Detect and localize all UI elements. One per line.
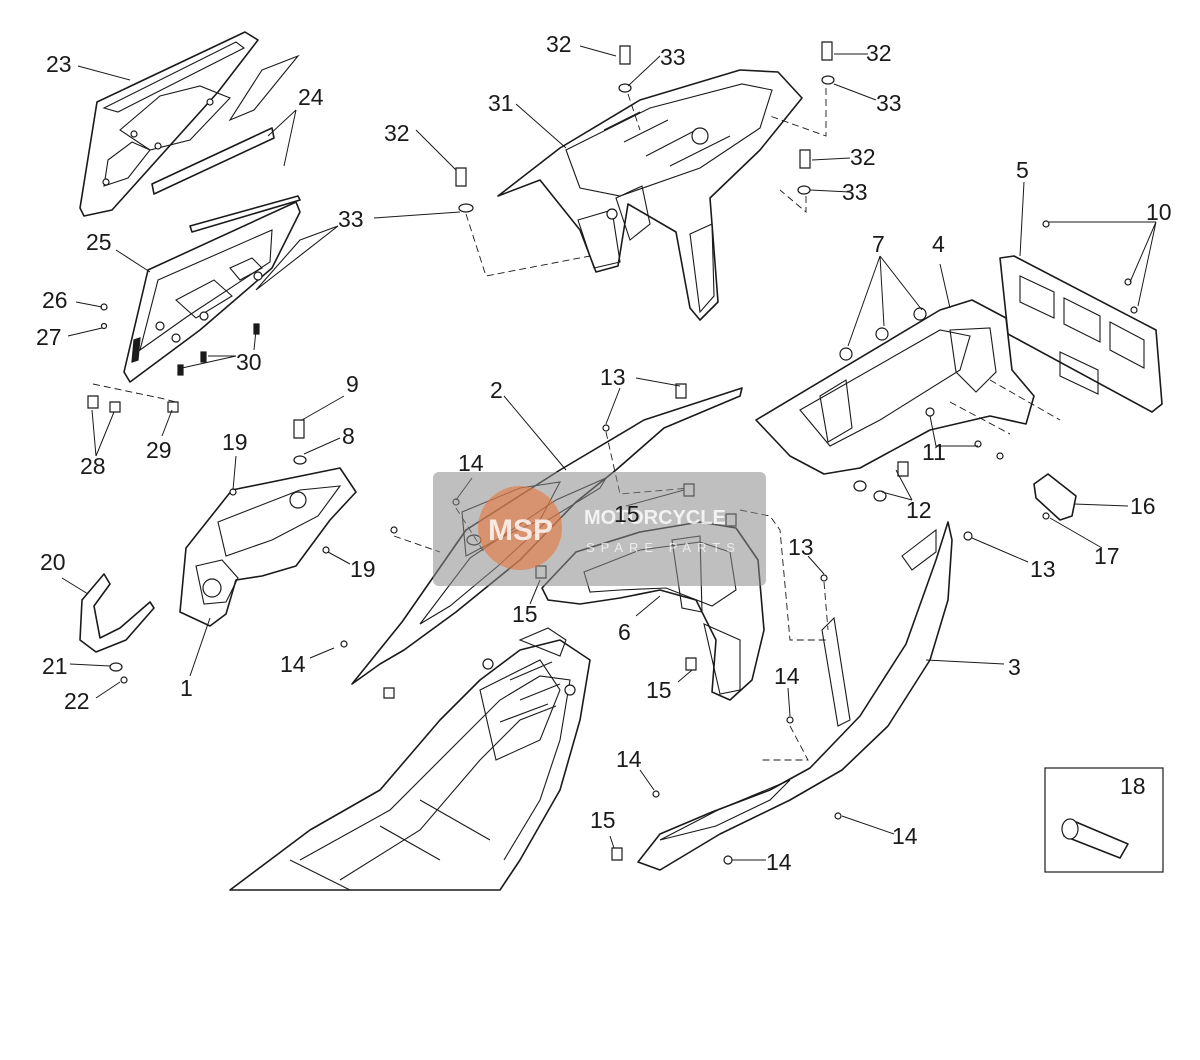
callout-3: 3: [1008, 654, 1021, 680]
part-16-reflector-bracket: [1033, 473, 1077, 521]
callout-13-mid: 13: [788, 534, 814, 560]
callout-15-upper: 15: [614, 501, 640, 527]
callout-18: 18: [1120, 773, 1146, 799]
callout-33-top-right: 33: [876, 90, 902, 116]
callout-5: 5: [1016, 157, 1029, 183]
callout-32-left: 32: [384, 120, 410, 146]
part-31-rear-cover: [497, 69, 803, 321]
callout-14-mid: 14: [774, 663, 800, 689]
callout-19-lower: 19: [350, 556, 376, 582]
watermark-subtitle: SPARE PARTS: [586, 540, 741, 555]
watermark: MSP MOTORCYCLE SPARE PARTS: [433, 472, 766, 586]
callout-24: 24: [298, 84, 324, 110]
callout-6: 6: [618, 619, 631, 645]
callout-21: 21: [42, 653, 68, 679]
callout-31: 31: [488, 90, 514, 116]
rear-frame: [229, 627, 591, 891]
callout-33-left: 33: [338, 206, 364, 232]
callout-2: 2: [490, 377, 503, 403]
screws-26-27-30: [100, 303, 260, 376]
part-1-bracket: [179, 419, 357, 627]
bolts-32-33: [455, 41, 835, 277]
callout-33-right: 33: [842, 179, 868, 205]
callout-15-bottom: 15: [590, 807, 616, 833]
callout-32-right: 32: [850, 144, 876, 170]
callout-13-right: 13: [1030, 556, 1056, 582]
callout-29: 29: [146, 437, 172, 463]
nuts-28-29: [87, 383, 179, 413]
callout-14-left: 14: [280, 651, 306, 677]
callout-27: 27: [36, 324, 62, 350]
callout-19-upper: 19: [222, 429, 248, 455]
callout-15-mid: 15: [512, 601, 538, 627]
callout-14-top: 14: [458, 450, 484, 476]
callout-20: 20: [40, 549, 66, 575]
part-18-box: [1044, 767, 1164, 873]
watermark-title: MOTORCYCLE: [584, 507, 726, 529]
part-3-side-panel: [611, 521, 973, 871]
callout-10: 10: [1146, 199, 1172, 225]
callout-8: 8: [342, 423, 355, 449]
callout-13-top: 13: [600, 364, 626, 390]
watermark-logo: MSP: [488, 514, 553, 547]
callout-25: 25: [86, 229, 112, 255]
callout-16: 16: [1130, 493, 1156, 519]
callout-14-lower-right: 14: [892, 823, 918, 849]
callout-26: 26: [42, 287, 68, 313]
part-23-seat-cowl: [79, 31, 300, 217]
callout-7: 7: [872, 231, 885, 257]
callout-32-top-right: 32: [866, 40, 892, 66]
callout-14-lower-left: 14: [616, 746, 642, 772]
callout-14-bottom: 14: [766, 849, 792, 875]
callout-4: 4: [932, 231, 945, 257]
callout-28: 28: [80, 453, 106, 479]
callout-17: 17: [1094, 543, 1120, 569]
callout-15-right: 15: [646, 677, 672, 703]
part-24-decals: [151, 127, 301, 233]
part-25-seat-base: [123, 201, 339, 383]
callout-11: 11: [922, 439, 946, 465]
callout-12: 12: [906, 497, 932, 523]
callout-33-top-left: 33: [660, 44, 686, 70]
callout-1: 1: [180, 675, 193, 701]
callout-30: 30: [236, 349, 262, 375]
callout-9: 9: [346, 371, 359, 397]
leader-lines: [61, 45, 1157, 861]
part-4-tail-bracket: [755, 299, 1061, 502]
part-20-trim: [79, 573, 155, 684]
callout-labels: 23 24 25 26 27 30 28 29 32 33 32 33 31 3…: [36, 31, 1172, 875]
callout-23: 23: [46, 51, 72, 77]
callout-32-top-left: 32: [546, 31, 572, 57]
callout-22: 22: [64, 688, 90, 714]
